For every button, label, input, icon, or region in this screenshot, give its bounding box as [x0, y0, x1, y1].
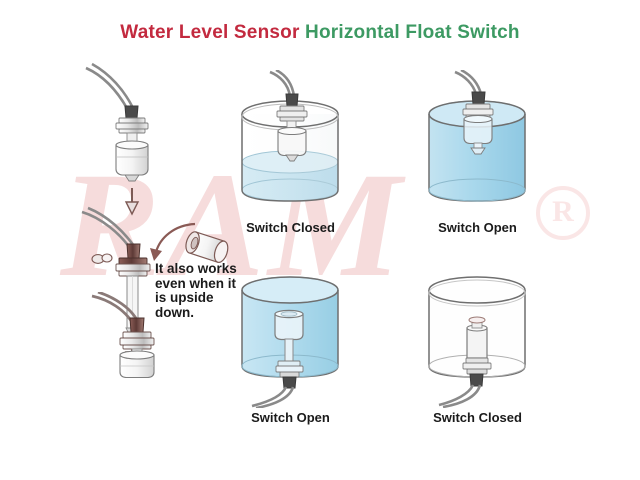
tank-bottom-left	[241, 276, 339, 408]
registered-trademark-icon: R	[536, 186, 590, 240]
caption-bottom-right: Switch Closed	[433, 410, 522, 425]
tank-top-left	[241, 70, 339, 202]
retaining-clip-part	[91, 253, 113, 264]
upside-down-note: It also works even when it is upside dow…	[155, 261, 237, 320]
exploded-step-assembled	[85, 62, 149, 182]
page-title: Water Level Sensor Horizontal Float Swit…	[0, 22, 640, 44]
caption-top-right: Switch Open	[438, 220, 517, 235]
down-arrow-icon-1	[124, 188, 140, 216]
tank-bottom-right	[428, 276, 526, 408]
title-part-red: Water Level Sensor	[120, 22, 300, 43]
curved-arrow-icon	[150, 222, 196, 261]
title-part-green: Horizontal Float Switch	[299, 22, 520, 43]
exploded-step-float-removed	[81, 206, 151, 335]
removed-float-part	[185, 231, 229, 263]
caption-bottom-left: Switch Open	[251, 410, 330, 425]
tank-top-right	[428, 70, 526, 202]
caption-top-left: Switch Closed	[246, 220, 335, 235]
exploded-step-inverted-sensor	[91, 292, 155, 378]
